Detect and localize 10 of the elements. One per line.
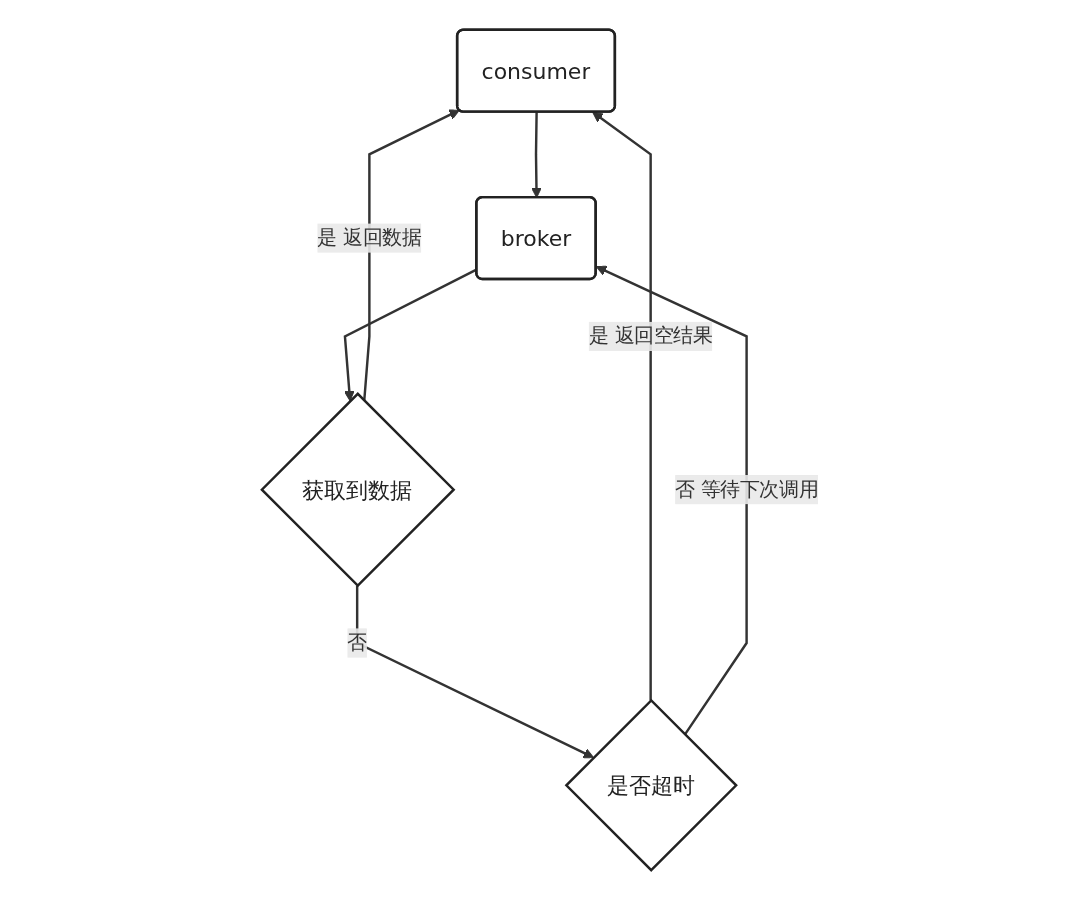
arrow (355, 585, 594, 759)
node-diamond: 获取到数据 (260, 392, 456, 588)
arrow (363, 109, 460, 401)
arrow (595, 265, 748, 736)
edge-label: 是 返回空结果 (588, 324, 713, 348)
edge-label: 否 (347, 630, 367, 655)
arrow (592, 111, 652, 701)
node-diamond: 是否超时 (564, 698, 738, 872)
edge-label: 是 返回数据 (317, 225, 422, 250)
edge-label: 否 等待下次调用 (675, 477, 819, 501)
